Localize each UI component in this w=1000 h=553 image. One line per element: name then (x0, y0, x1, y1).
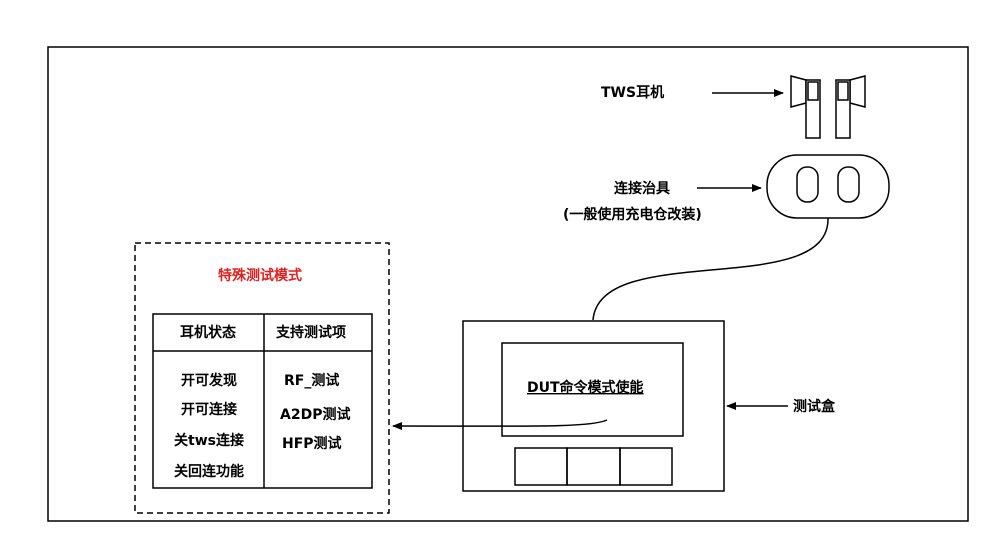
special-mode-box (134, 242, 390, 514)
earphone-state-item: 开可连接 (181, 401, 237, 418)
jig-label: 连接治具 (614, 180, 670, 197)
test-box-buttons (514, 447, 673, 486)
tws-earphones-label: TWS耳机 (601, 84, 664, 101)
test-box-button (514, 447, 568, 486)
special-mode-table (152, 313, 373, 489)
test-box-label: 测试盒 (793, 398, 836, 415)
test-box-button (619, 447, 673, 486)
col1-header: 耳机状态 (180, 324, 236, 341)
test-item: A2DP测试 (280, 406, 350, 423)
test-item: RF_测试 (284, 372, 339, 389)
outer-frame (47, 46, 969, 522)
earphone-state-item: 关tws连接 (174, 432, 244, 449)
dut-command-label: DUT命令模式使能 (527, 379, 644, 396)
arrow-to-special-mode (392, 419, 608, 431)
earphone-state-item: 关回连功能 (174, 463, 244, 480)
test-box (462, 320, 725, 492)
test-item: HFP测试 (282, 435, 342, 452)
earphone-state-item: 开可发现 (181, 372, 237, 389)
charging-case-jig-icon (766, 154, 890, 219)
jig-note-label: (一般使用充电仓改装) (563, 206, 702, 223)
special-mode-title: 特殊测试模式 (218, 267, 302, 284)
test-box-button (566, 447, 621, 486)
dut-command-panel (501, 342, 684, 437)
cable (592, 217, 829, 321)
earphones-icon (790, 75, 866, 139)
col2-header: 支持测试项 (275, 324, 346, 341)
